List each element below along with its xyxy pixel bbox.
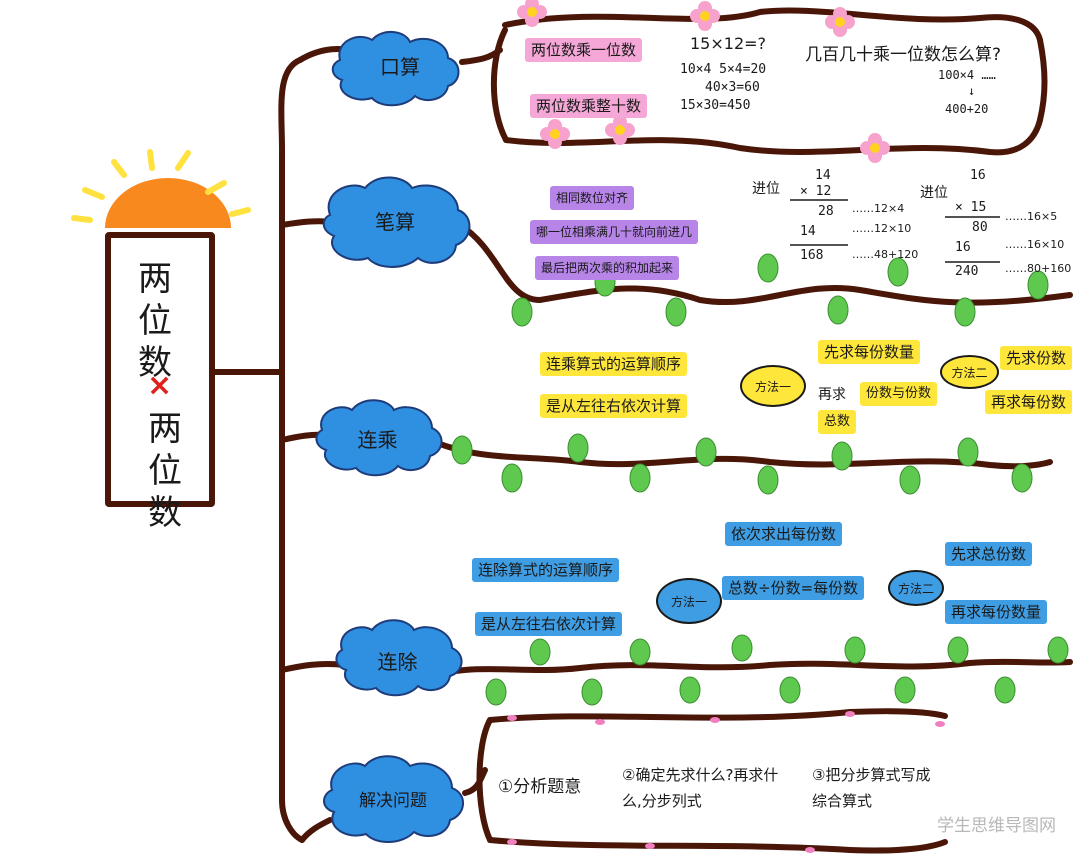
solve-step-1: ①分析题意 [498, 777, 582, 797]
written-calc2-top: 16 [970, 168, 986, 183]
branch-mental-calc: 口算 [380, 54, 420, 79]
mental-step-1: 10×4 5×4=20 [680, 62, 767, 77]
mult-method-2-badge: 方法二 [940, 355, 999, 389]
mult-m1-step-b: 再求 [818, 387, 846, 403]
mult-order-1: 连乘算式的运算顺序 [540, 352, 688, 376]
calc-lines [790, 199, 1000, 263]
written-calc1-row2: 14 [800, 224, 816, 239]
written-rule-1: 相同数位对齐 [550, 186, 635, 210]
mental-q2-step-1: 100×4 …… [938, 68, 996, 82]
div-method-1-badge: 方法一 [656, 578, 722, 624]
watermark: 学生思维导图网 [937, 816, 1056, 836]
written-calc1-mult: × 12 [800, 184, 832, 199]
times-sign: × [147, 368, 173, 403]
div-m1-step-a: 依次求出每份数 [725, 522, 843, 546]
mult-m1-step-d: 总数 [818, 410, 857, 434]
flower-decorations [517, 0, 890, 163]
title-line-1: 两位数 [138, 259, 172, 383]
mult-m2-step-b: 再求每份数 [985, 390, 1073, 414]
written-calc2-result: 240 [955, 264, 979, 279]
mental-q2-arrow: ↓ [968, 84, 976, 98]
written-carry-label-2: 进位 [920, 185, 948, 201]
written-calc1-note-2: ……12×10 [852, 222, 912, 235]
branch-continuous-division: 连除 [377, 649, 418, 674]
mult-m2-step-a: 先求份数 [1000, 346, 1073, 370]
mult-m1-step-c: 份数与份数 [860, 382, 938, 406]
written-calc1-row1: 28 [818, 204, 834, 219]
mult-order-2: 是从左往右依次计算 [540, 394, 688, 418]
branch-continuous-multiplication: 连乘 [357, 427, 398, 452]
written-calc2-row1: 80 [972, 220, 988, 235]
mental-q2-step-2: 400+20 [945, 102, 989, 116]
written-calc1-top: 14 [815, 168, 831, 183]
written-calc2-note-2: ……16×10 [1005, 238, 1065, 251]
written-calc1-note-3: ……48+120 [852, 248, 919, 261]
title-line-2: 两位数 [148, 409, 182, 533]
div-m2-step-b: 再求每份数量 [945, 600, 1048, 624]
written-calc1-result: 168 [800, 248, 824, 263]
mental-question-2: 几百几十乘一位数怎么算? [805, 45, 1002, 65]
branch-problem-solving: 解决问题 [359, 790, 427, 811]
div-m2-step-a: 先求总份数 [945, 542, 1033, 566]
written-calc2-row2: 16 [955, 240, 971, 255]
mental-question-1: 15×12=? [690, 34, 767, 53]
mult-method-1-badge: 方法一 [740, 365, 806, 407]
mental-item-1: 两位数乘一位数 [525, 38, 643, 62]
solve-step-2: ②确定先求什么?再求什么,分步列式 [622, 766, 779, 810]
div-order-2: 是从左往右依次计算 [475, 612, 623, 636]
solve-step-3: ③把分步算式写成综合算式 [812, 766, 931, 810]
written-calc2-note-1: ……16×5 [1005, 210, 1058, 223]
branch-written-calc: 笔算 [375, 209, 415, 234]
div-m1-step-b: 总数÷份数=每份数 [722, 576, 865, 600]
div-method-2-badge: 方法二 [888, 570, 944, 606]
cloud-shapes [315, 31, 471, 843]
written-carry-label-1: 进位 [752, 181, 780, 197]
mental-step-3: 15×30=450 [680, 98, 751, 113]
written-rule-3: 最后把两次乘的积加起来 [535, 256, 680, 280]
mental-item-2: 两位数乘整十数 [530, 94, 648, 118]
dot-decorations [507, 711, 945, 853]
sun-icon [71, 149, 251, 228]
written-calc1-note-1: ……12×4 [852, 202, 905, 215]
written-calc2-mult: × 15 [955, 200, 987, 215]
mental-step-2: 40×3=60 [705, 80, 760, 95]
mult-m1-step-a: 先求每份数量 [818, 340, 921, 364]
written-rule-2: 哪一位相乘满几十就向前进几 [530, 220, 699, 244]
div-order-1: 连除算式的运算顺序 [472, 558, 620, 582]
leaf-decorations [451, 253, 1069, 706]
central-title-box [105, 232, 215, 507]
written-calc2-note-3: ……80+160 [1005, 262, 1072, 275]
